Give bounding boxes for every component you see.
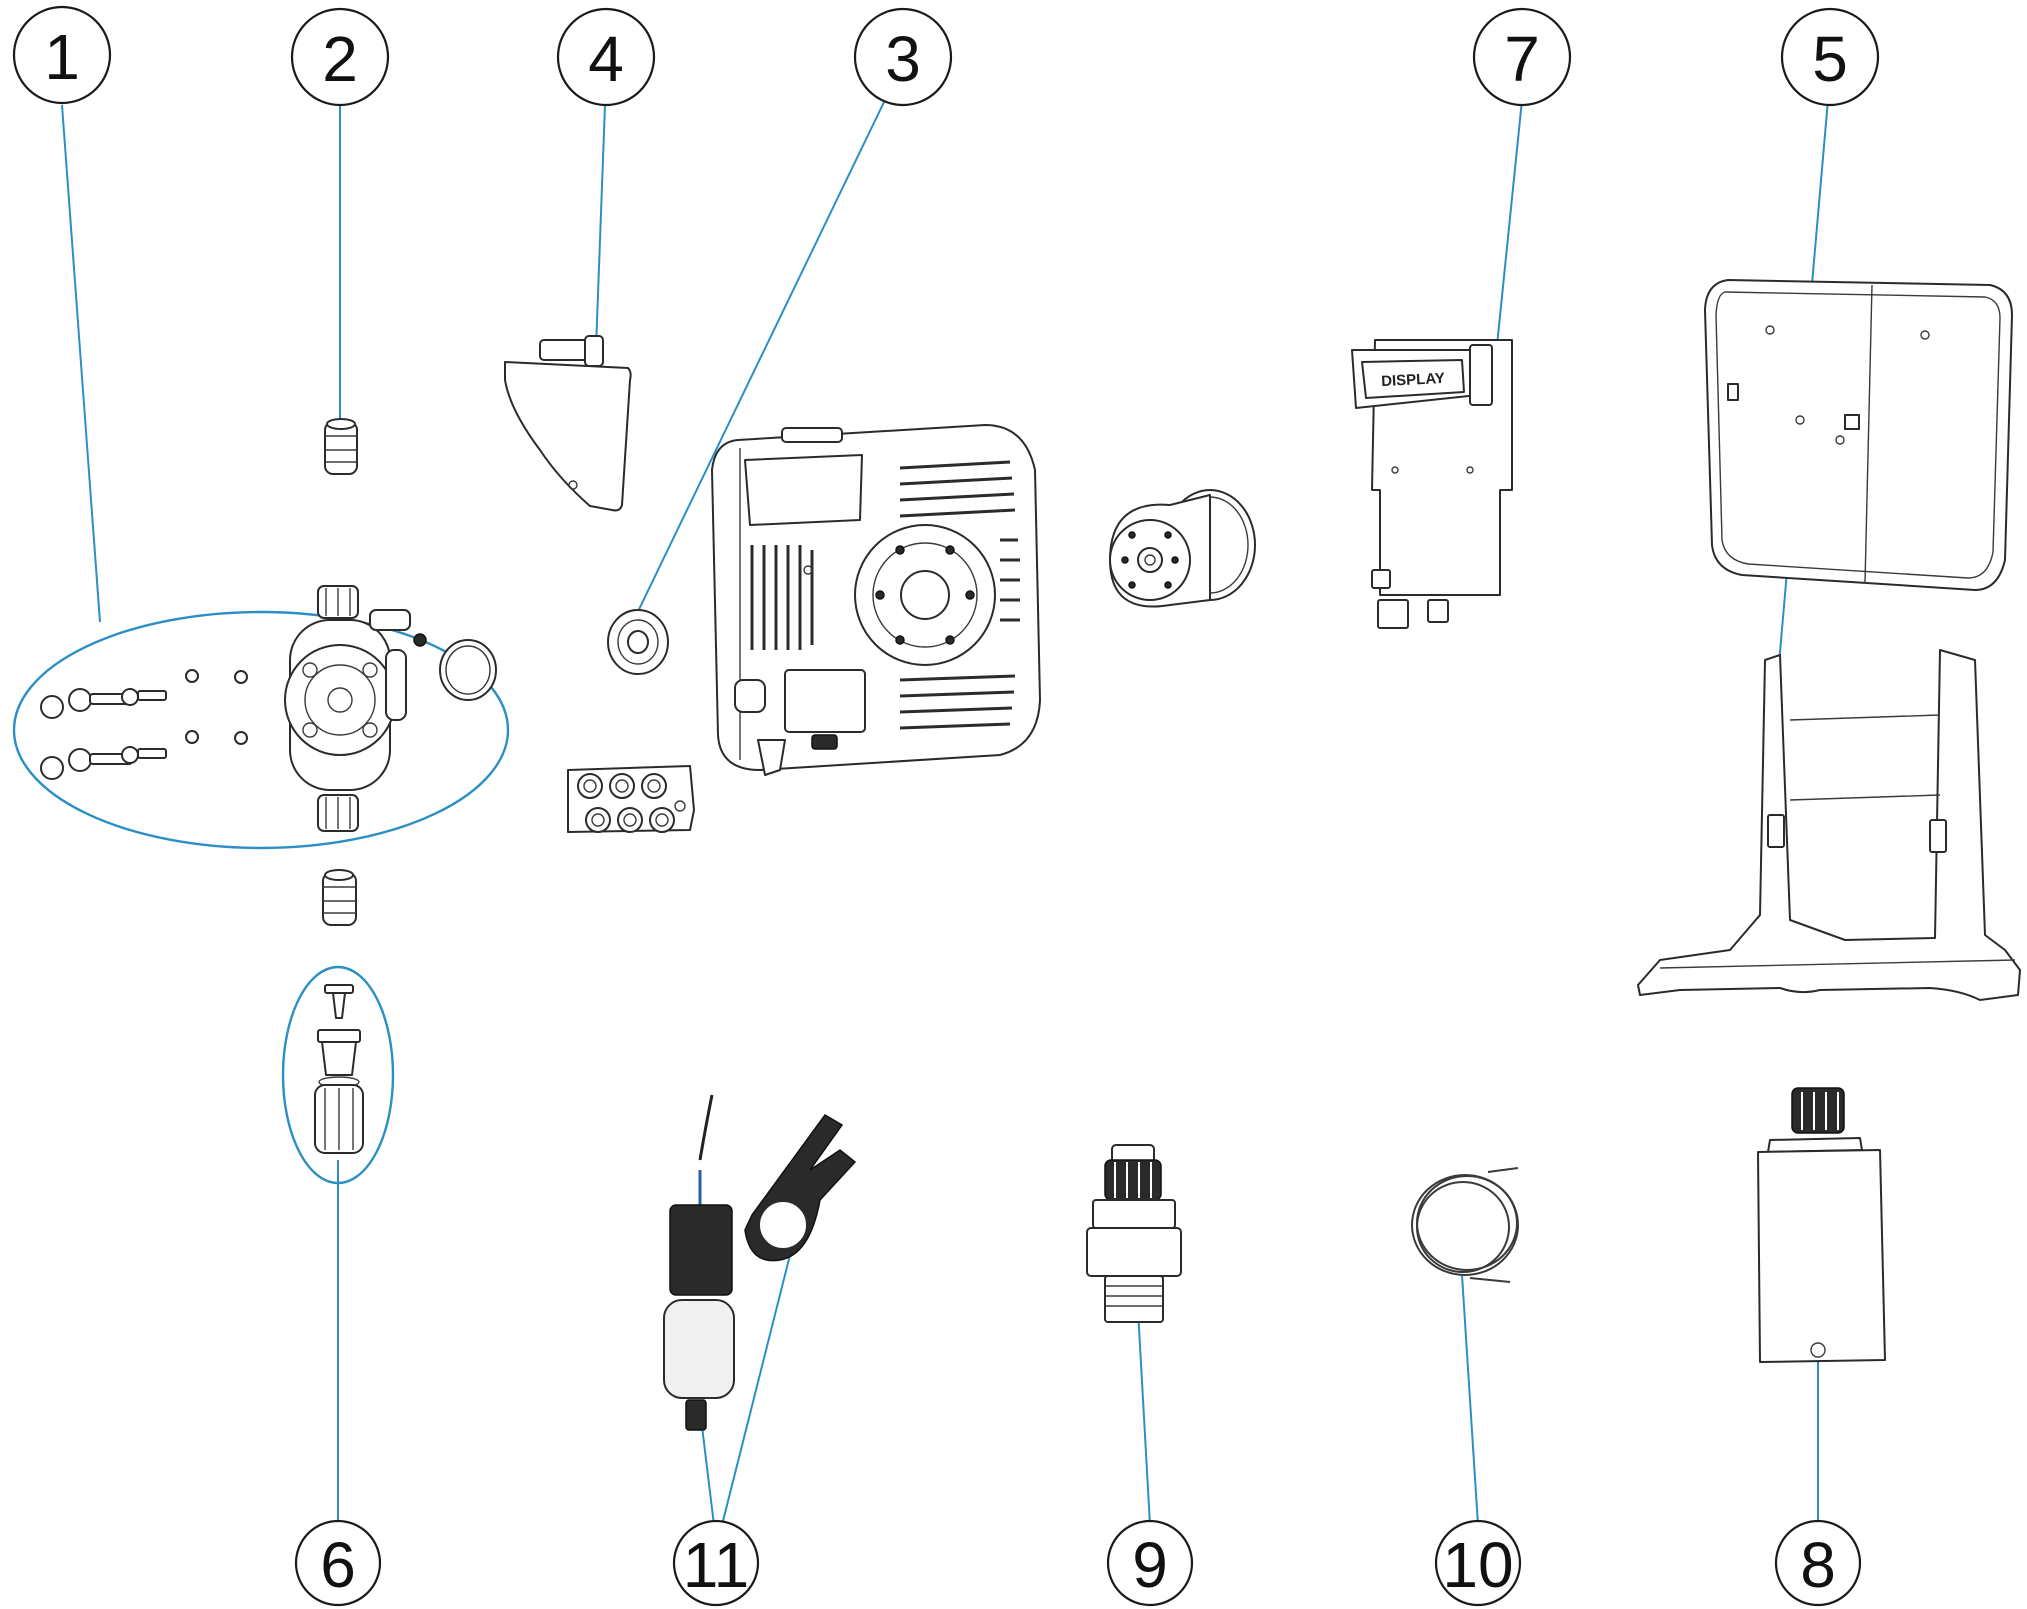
part-7-display-board: DISPLAY bbox=[1351, 339, 1513, 629]
callout-9-label: 9 bbox=[1132, 1529, 1168, 1601]
callout-7-label: 7 bbox=[1504, 23, 1540, 95]
part-10-tubing-coil bbox=[1411, 1167, 1519, 1283]
callout-8: 8 bbox=[1774, 1519, 1862, 1607]
pump-head-body bbox=[284, 585, 427, 832]
callout-4-label: 4 bbox=[588, 23, 624, 95]
part-3-diaphragm bbox=[607, 609, 669, 675]
callout-3: 3 bbox=[853, 7, 953, 107]
wall-bracket bbox=[1637, 649, 2021, 1001]
callout-11: 11 bbox=[672, 1519, 760, 1607]
callout-10-label: 10 bbox=[1442, 1529, 1513, 1601]
right-vent-grille bbox=[899, 460, 1020, 730]
callout-6-label: 6 bbox=[320, 1529, 356, 1601]
leader-11-b bbox=[721, 1254, 791, 1526]
leader-3 bbox=[629, 99, 886, 629]
part-1-pump-head-kit bbox=[12, 585, 510, 850]
part-5-rear-housing bbox=[1704, 279, 2013, 591]
leader-1 bbox=[61, 104, 101, 623]
valve-cartridge-lower bbox=[322, 869, 357, 926]
callout-1: 1 bbox=[12, 5, 112, 105]
level-probe-holder bbox=[744, 1114, 857, 1262]
screw-set bbox=[40, 669, 248, 780]
callout-9: 9 bbox=[1106, 1519, 1194, 1607]
callout-5-label: 5 bbox=[1812, 23, 1848, 95]
callout-2: 2 bbox=[290, 7, 390, 107]
leader-7 bbox=[1494, 99, 1523, 366]
callout-3-label: 3 bbox=[885, 23, 921, 95]
part-1-group-outline bbox=[12, 610, 510, 850]
callout-11-label: 11 bbox=[683, 1529, 749, 1601]
part-8-probe-housing bbox=[1757, 1087, 1886, 1363]
solenoid-unit bbox=[1109, 489, 1256, 608]
leader-4 bbox=[594, 104, 606, 376]
callout-6: 6 bbox=[294, 1519, 382, 1607]
callout-1-label: 1 bbox=[44, 21, 80, 93]
left-vent-grille bbox=[750, 545, 814, 650]
leader-10 bbox=[1461, 1274, 1479, 1526]
o-ring bbox=[439, 639, 497, 701]
callout-8-label: 8 bbox=[1800, 1529, 1836, 1601]
part-6-group-outline bbox=[281, 965, 395, 1185]
callout-7: 7 bbox=[1472, 7, 1572, 107]
pump-flange bbox=[854, 524, 996, 666]
part-9-injection-valve bbox=[1086, 1144, 1182, 1323]
callout-10: 10 bbox=[1434, 1519, 1522, 1607]
part-2-valve-cartridge bbox=[324, 418, 358, 475]
part-11-level-probe bbox=[663, 1094, 735, 1431]
callout-4: 4 bbox=[556, 7, 656, 107]
cable-gland-block bbox=[567, 765, 695, 833]
pump-housing bbox=[711, 424, 1041, 776]
callout-2-label: 2 bbox=[322, 23, 358, 95]
leader-9 bbox=[1137, 1309, 1151, 1526]
display-screen-label: DISPLAY bbox=[1381, 370, 1445, 390]
part-4-protective-cover bbox=[504, 335, 632, 512]
part-6-foot-valve bbox=[281, 965, 395, 1185]
callout-5: 5 bbox=[1780, 7, 1880, 107]
display-module: DISPLAY bbox=[1351, 344, 1493, 409]
